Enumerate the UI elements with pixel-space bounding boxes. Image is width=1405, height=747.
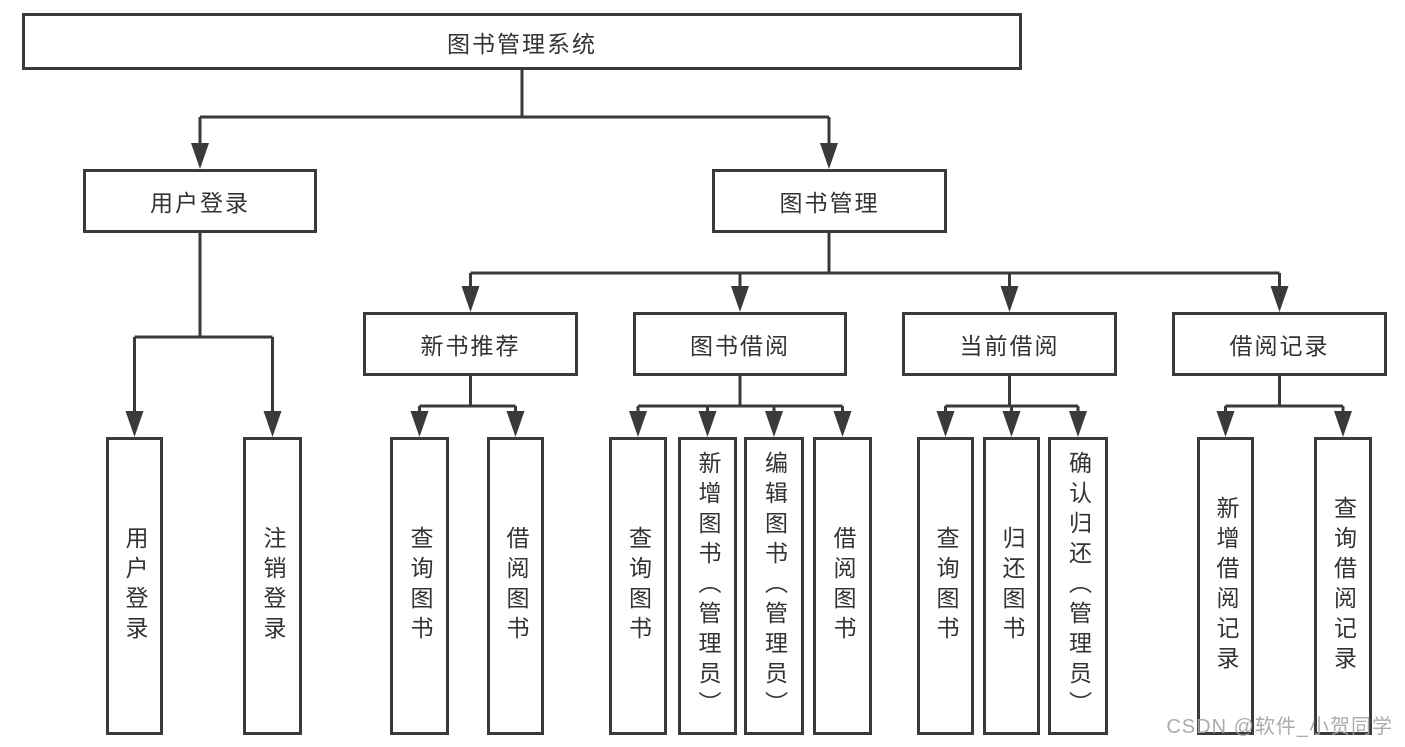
connector-path <box>469 233 1281 289</box>
node-leaf-query-books-2: 查询图书 <box>609 437 667 735</box>
node-label-leaf-query-books-3: 查询图书 <box>933 526 959 646</box>
connector-path <box>418 376 517 414</box>
node-user-login: 用户登录 <box>83 169 317 233</box>
node-book-management: 图书管理 <box>712 169 947 233</box>
arrowhead-icon <box>1000 286 1019 312</box>
arrowhead-icon <box>731 286 749 312</box>
arrowhead-icon <box>629 411 647 437</box>
connector-path <box>944 376 1080 414</box>
node-label-leaf-borrow-books-1: 借阅图书 <box>503 526 529 646</box>
node-label-new-book-recommendation: 新书推荐 <box>420 333 521 359</box>
node-label-book-borrowing: 图书借阅 <box>690 333 790 359</box>
node-label-leaf-edit-book-admin: 编辑图书（管理员） <box>761 451 788 721</box>
node-leaf-query-books-1: 查询图书 <box>390 437 449 735</box>
node-leaf-borrow-books-2: 借阅图书 <box>813 437 872 735</box>
node-current-borrowing: 当前借阅 <box>902 312 1117 376</box>
node-label-leaf-query-books-2: 查询图书 <box>625 526 652 646</box>
node-label-leaf-query-books-1: 查询图书 <box>407 526 433 646</box>
connector-path <box>133 233 274 414</box>
node-label-leaf-user-login: 用户登录 <box>122 526 148 646</box>
node-label-book-management: 图书管理 <box>779 190 880 216</box>
connector-path <box>198 70 831 146</box>
arrowhead-icon <box>820 143 838 169</box>
arrowhead-icon <box>936 411 955 437</box>
arrowhead-icon <box>1216 411 1235 437</box>
arrowhead-icon <box>263 411 282 437</box>
arrowhead-icon <box>191 143 209 169</box>
arrowhead-icon <box>1002 411 1021 437</box>
connector-path <box>1224 376 1345 414</box>
node-label-borrowing-records: 借阅记录 <box>1229 333 1330 359</box>
node-label-leaf-add-book-admin: 新增图书（管理员） <box>695 451 721 721</box>
node-leaf-logout: 注销登录 <box>243 437 302 735</box>
node-leaf-user-login: 用户登录 <box>106 437 163 735</box>
node-leaf-confirm-return-admin: 确认归还（管理员） <box>1048 437 1108 735</box>
node-label-leaf-query-borrow-record: 查询借阅记录 <box>1330 496 1357 676</box>
arrowhead-icon <box>1334 411 1352 437</box>
arrowhead-icon <box>833 411 852 437</box>
node-leaf-add-borrow-record: 新增借阅记录 <box>1197 437 1254 735</box>
node-label-user-login: 用户登录 <box>150 190 250 216</box>
node-label-current-borrowing: 当前借阅 <box>959 333 1060 359</box>
node-leaf-borrow-books-1: 借阅图书 <box>487 437 544 735</box>
node-root: 图书管理系统 <box>22 13 1022 70</box>
node-borrowing-records: 借阅记录 <box>1172 312 1387 376</box>
arrowhead-icon <box>461 286 480 312</box>
arrowhead-icon <box>1069 411 1087 437</box>
node-label-root: 图书管理系统 <box>447 30 597 57</box>
arrowhead-icon <box>506 411 525 437</box>
node-label-leaf-return-books: 归还图书 <box>999 526 1025 646</box>
connector-path <box>636 376 844 414</box>
node-leaf-return-books: 归还图书 <box>983 437 1040 735</box>
node-leaf-query-borrow-record: 查询借阅记录 <box>1314 437 1372 735</box>
node-label-leaf-borrow-books-2: 借阅图书 <box>830 526 856 646</box>
arrowhead-icon <box>410 411 429 437</box>
node-leaf-edit-book-admin: 编辑图书（管理员） <box>744 437 804 735</box>
arrowhead-icon <box>125 411 144 437</box>
node-label-leaf-add-borrow-record: 新增借阅记录 <box>1213 496 1239 676</box>
node-label-leaf-confirm-return-admin: 确认归还（管理员） <box>1065 451 1092 721</box>
node-leaf-add-book-admin: 新增图书（管理员） <box>678 437 737 735</box>
node-label-leaf-logout: 注销登录 <box>260 526 286 646</box>
node-leaf-query-books-3: 查询图书 <box>917 437 974 735</box>
node-book-borrowing: 图书借阅 <box>633 312 847 376</box>
node-new-book-recommendation: 新书推荐 <box>363 312 578 376</box>
arrowhead-icon <box>1270 286 1289 312</box>
arrowhead-icon <box>765 411 783 437</box>
arrowhead-icon <box>698 411 717 437</box>
